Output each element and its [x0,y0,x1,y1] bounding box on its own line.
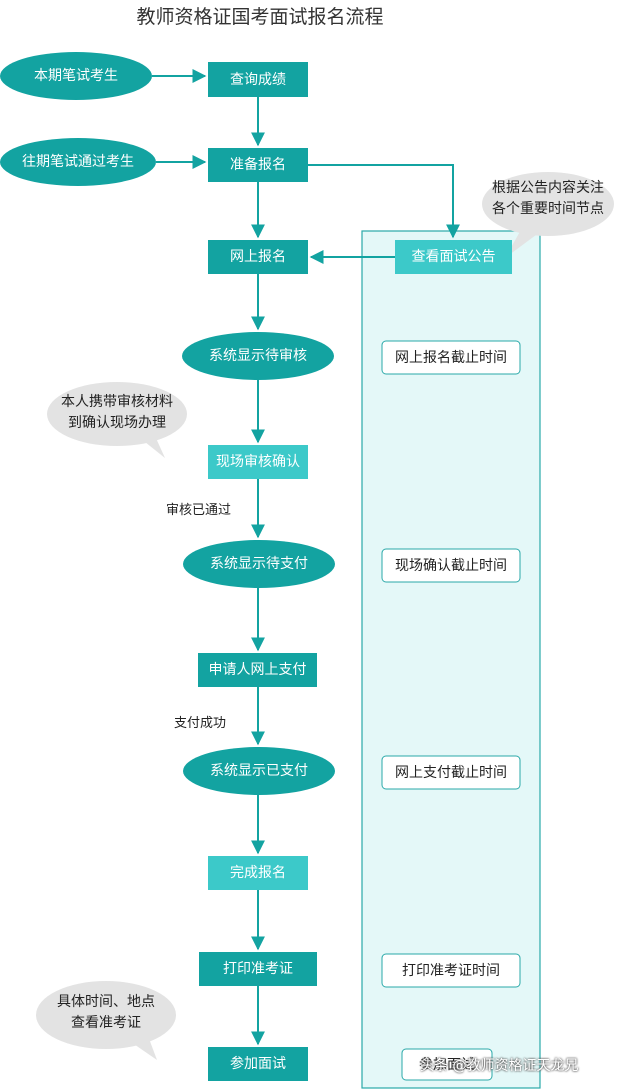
bubble-notice-line1: 根据公告内容关注 [492,180,604,196]
status-paid-label: 系统显示已支付 [210,763,308,779]
bubble-material [47,382,187,458]
bubble-time-place [36,981,176,1060]
status-paid [183,747,335,795]
deadline-payment-box [381,755,521,790]
bubble-time-line1: 具体时间、地点 [57,994,155,1010]
step-online-payment: 申请人网上支付 [208,662,307,678]
start-past-passed-label: 往期笔试通过考生 [22,154,134,170]
step-onsite-confirm: 现场审核确认 [216,454,300,470]
start-current-exam-label: 本期笔试考生 [34,68,118,84]
deadline-confirm-label: 现场确认截止时间 [395,557,507,574]
step-attend: 参加面试 [230,1056,286,1072]
bubble-material-line1: 本人携带审核材料 [61,394,173,410]
step-query-score-box [208,62,308,97]
status-pending-payment [183,540,335,588]
bubble-material-line2: 到确认现场办理 [68,415,166,431]
bubble-time-line2: 查看准考证 [71,1015,141,1031]
edge-label-payment-success: 支付成功 [174,716,227,731]
step-onsite-confirm-box [208,445,308,479]
status-pending-review-label: 系统显示待审核 [209,348,307,364]
arrow-prepare-to-notice [308,164,460,239]
print-time-box [381,953,521,988]
step-prepare: 准备报名 [230,157,286,173]
notice-box [395,240,512,274]
interview-time-label: 参加面试 [419,1056,475,1073]
step-query-score: 查询成绩 [230,71,286,88]
bubble-notice [482,172,614,258]
step-print-admit-box [199,952,317,986]
step-attend-box [208,1047,308,1081]
step-complete-box [208,856,308,890]
step-online-register: 网上报名 [230,249,286,265]
status-pending-payment-label: 系统显示待支付 [210,556,308,572]
deadline-confirm-box [381,548,521,583]
step-online-register-box [208,240,308,274]
interview-time-box [401,1048,493,1081]
notice-label: 查看面试公告 [411,249,496,265]
step-prepare-box [208,148,308,182]
watermark: 头条 @教师资格证天龙兄 [420,1058,579,1074]
step-online-payment-box [198,653,317,687]
edge-label-review-passed: 审核已通过 [166,503,232,518]
start-node-current-exam [0,52,152,100]
step-complete: 完成报名 [230,865,286,881]
start-node-past-passed [0,138,156,186]
deadline-payment-label: 网上支付截止时间 [395,764,507,781]
step-print-admit: 打印准考证 [223,961,293,977]
bubble-notice-line2: 各个重要时间节点 [492,201,604,217]
page-title: 教师资格证国考面试报名流程 [136,6,384,28]
print-time-label: 打印准考证时间 [402,962,500,979]
status-pending-review [182,332,334,380]
deadline-register-label: 网上报名截止时间 [395,349,507,366]
deadline-register-box [381,340,521,375]
